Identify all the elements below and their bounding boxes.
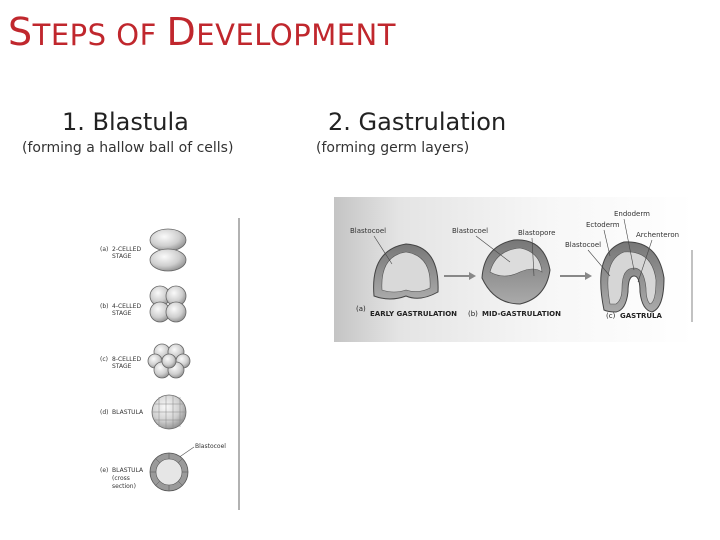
stage-letter: (a) <box>100 246 108 253</box>
title-part: D <box>166 10 197 54</box>
stage-label: 4-CELLED <box>112 303 141 310</box>
caption-mid-gastrulation: MID-GASTRULATION <box>482 310 561 318</box>
caption-letter: (a) <box>356 305 366 313</box>
gastrulation-subheading: (forming germ layers) <box>316 140 470 156</box>
blastula-cross-section <box>149 452 189 492</box>
caption-letter: (c) <box>606 312 616 320</box>
title-part: TEPS OF <box>32 18 167 52</box>
stage-label: BLASTULA <box>112 467 144 474</box>
label-blastocoel-b: Blastocoel <box>452 227 488 235</box>
gastrulation-diagram: Blastocoel Blastocoel Blastopore Endoder… <box>334 197 694 342</box>
title-part: S <box>8 10 33 54</box>
eight-cell-embryo <box>147 343 191 379</box>
slide-title: STEPS OF DEVELOPMENT <box>8 10 396 54</box>
stage-label: (cross <box>112 475 130 482</box>
caption-early-gastrulation: EARLY GASTRULATION <box>370 310 457 318</box>
stage-label: BLASTULA <box>112 409 144 416</box>
label-endoderm: Endoderm <box>614 210 650 218</box>
caption-letter: (b) <box>468 310 478 318</box>
four-cell-embryo <box>149 285 187 323</box>
stage-label: 8-CELLED <box>112 356 141 363</box>
caption-gastrula: GASTRULA <box>620 312 663 320</box>
title-part: EVELOPMENT <box>196 18 396 52</box>
two-cell-embryo <box>149 228 187 272</box>
blastula-heading: 1. Blastula <box>62 108 189 136</box>
blastula-diagram: (a) 2-CELLED STAGE (b) 4-CELLED STAGE (c… <box>100 218 240 510</box>
gastrulation-heading: 2. Gastrulation <box>328 108 507 136</box>
blastula-subheading: (forming a hallow ball of cells) <box>22 140 234 156</box>
stage-letter: (c) <box>100 356 108 363</box>
label-blastocoel-a: Blastocoel <box>350 227 386 235</box>
early-gastrula <box>373 243 439 300</box>
stage-letter: (e) <box>100 467 108 474</box>
stage-label: section) <box>112 483 136 490</box>
label-ectoderm: Ectoderm <box>586 221 620 229</box>
label-archenteron: Archenteron <box>636 231 679 239</box>
stage-label: STAGE <box>112 310 132 317</box>
stage-label: STAGE <box>112 253 132 260</box>
blastocoel-label: Blastocoel <box>195 443 226 450</box>
label-blastopore: Blastopore <box>518 229 555 237</box>
stage-label: STAGE <box>112 363 132 370</box>
label-blastocoel-c: Blastocoel <box>565 241 601 249</box>
stage-letter: (d) <box>100 409 109 416</box>
stage-label: 2-CELLED <box>112 246 141 253</box>
stage-letter: (b) <box>100 303 109 310</box>
blastula-embryo <box>151 394 187 430</box>
